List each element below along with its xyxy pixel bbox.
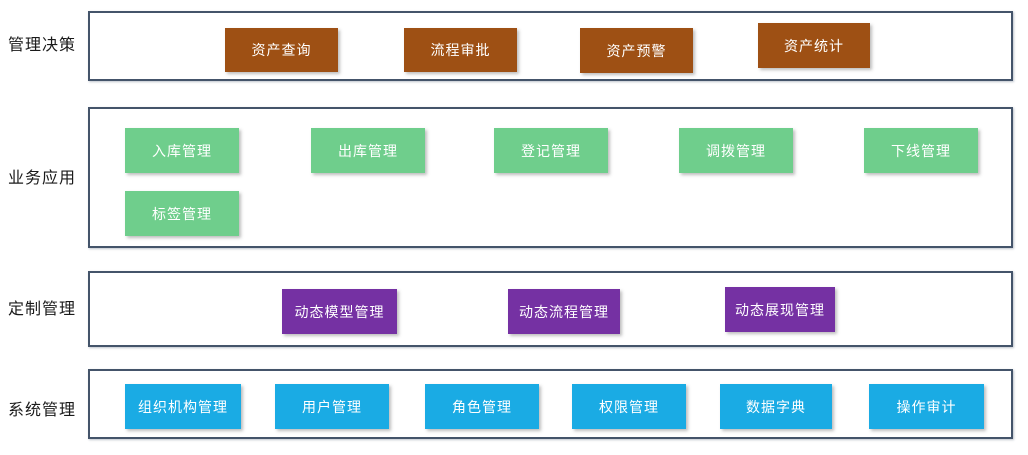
box-dynamic-model-mgmt: 动态模型管理 xyxy=(282,289,397,334)
box-dynamic-process-mgmt: 动态流程管理 xyxy=(508,289,620,334)
box-user-mgmt: 用户管理 xyxy=(275,384,389,429)
box-role-mgmt: 角色管理 xyxy=(425,384,539,429)
box-operation-audit: 操作审计 xyxy=(869,384,984,429)
layer-label-custom-management: 定制管理 xyxy=(8,301,77,318)
box-data-dictionary: 数据字典 xyxy=(720,384,832,429)
box-asset-warning: 资产预警 xyxy=(580,28,693,73)
box-asset-statistics: 资产统计 xyxy=(758,23,870,68)
layer-label-system-management: 系统管理 xyxy=(8,402,77,419)
box-offline-mgmt: 下线管理 xyxy=(864,128,978,173)
box-permission-mgmt: 权限管理 xyxy=(572,384,686,429)
box-outbound-mgmt: 出库管理 xyxy=(311,128,425,173)
box-dynamic-display-mgmt: 动态展现管理 xyxy=(725,287,835,332)
box-transfer-mgmt: 调拨管理 xyxy=(679,128,793,173)
layer-label-management-decision: 管理决策 xyxy=(8,37,77,54)
box-asset-query: 资产查询 xyxy=(225,28,338,72)
layer-label-business-application: 业务应用 xyxy=(8,170,77,187)
box-label-mgmt: 标签管理 xyxy=(125,191,239,236)
layer-container-management-decision: 资产查询 流程审批 资产预警 资产统计 xyxy=(88,11,1013,81)
box-inbound-mgmt: 入库管理 xyxy=(125,128,239,173)
box-org-structure-mgmt: 组织机构管理 xyxy=(125,384,241,429)
box-registration-mgmt: 登记管理 xyxy=(494,128,608,173)
layer-container-system-management: 组织机构管理 用户管理 角色管理 权限管理 数据字典 操作审计 xyxy=(88,369,1013,439)
box-process-approval: 流程审批 xyxy=(404,28,517,72)
layer-container-business-application: 入库管理 出库管理 登记管理 调拨管理 下线管理 标签管理 xyxy=(88,107,1013,248)
layer-container-custom-management: 动态模型管理 动态流程管理 动态展现管理 xyxy=(88,271,1013,347)
